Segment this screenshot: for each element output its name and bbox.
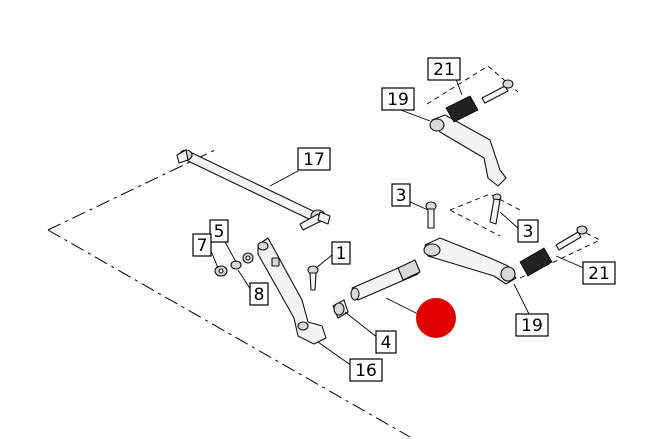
frame-lines bbox=[47, 65, 602, 438]
svg-text:7: 7 bbox=[197, 236, 208, 256]
nut-washer-group bbox=[214, 252, 254, 277]
callout-3-right: 3 bbox=[517, 219, 539, 243]
svg-text:8: 8 bbox=[254, 285, 265, 305]
bolt-part-3-left bbox=[425, 201, 437, 229]
spring-part-21-right bbox=[519, 225, 588, 277]
callout-3-left: 3 bbox=[391, 183, 411, 207]
leader-lines bbox=[208, 78, 585, 367]
svg-text:21: 21 bbox=[433, 60, 455, 80]
callout-4: 4 bbox=[375, 330, 397, 354]
svg-text:3: 3 bbox=[396, 186, 407, 206]
callout-17: 17 bbox=[297, 147, 331, 171]
svg-text:5: 5 bbox=[214, 222, 225, 242]
shaft bbox=[350, 259, 421, 301]
screw-part-1 bbox=[307, 265, 319, 291]
callout-16: 16 bbox=[349, 358, 383, 382]
svg-text:16: 16 bbox=[355, 361, 377, 381]
bolt-part-3-right bbox=[489, 193, 502, 225]
callout-1: 1 bbox=[331, 241, 351, 265]
svg-text:4: 4 bbox=[381, 333, 392, 353]
svg-text:21: 21 bbox=[588, 264, 610, 284]
callout-7: 7 bbox=[192, 233, 212, 257]
lever-part-19-top bbox=[429, 114, 507, 187]
callout-21-right: 21 bbox=[582, 261, 616, 285]
svg-text:19: 19 bbox=[387, 90, 409, 110]
svg-text:19: 19 bbox=[521, 316, 543, 336]
lever-part-16 bbox=[257, 237, 327, 345]
spring-part-21-top bbox=[445, 79, 514, 123]
lever-part-19-bottom bbox=[423, 237, 517, 285]
callout-8: 8 bbox=[249, 282, 269, 306]
svg-text:3: 3 bbox=[523, 222, 534, 242]
callout-19-bottom: 19 bbox=[515, 313, 549, 337]
svg-text:17: 17 bbox=[303, 150, 325, 170]
red-marker-dot bbox=[416, 298, 456, 338]
bushing-part-4 bbox=[332, 299, 349, 319]
callout-19-top: 19 bbox=[381, 87, 415, 111]
svg-text:1: 1 bbox=[336, 244, 347, 264]
callout-21-top: 21 bbox=[427, 57, 461, 81]
tie-rod-part-17 bbox=[176, 149, 331, 231]
callout-5: 5 bbox=[209, 219, 229, 243]
